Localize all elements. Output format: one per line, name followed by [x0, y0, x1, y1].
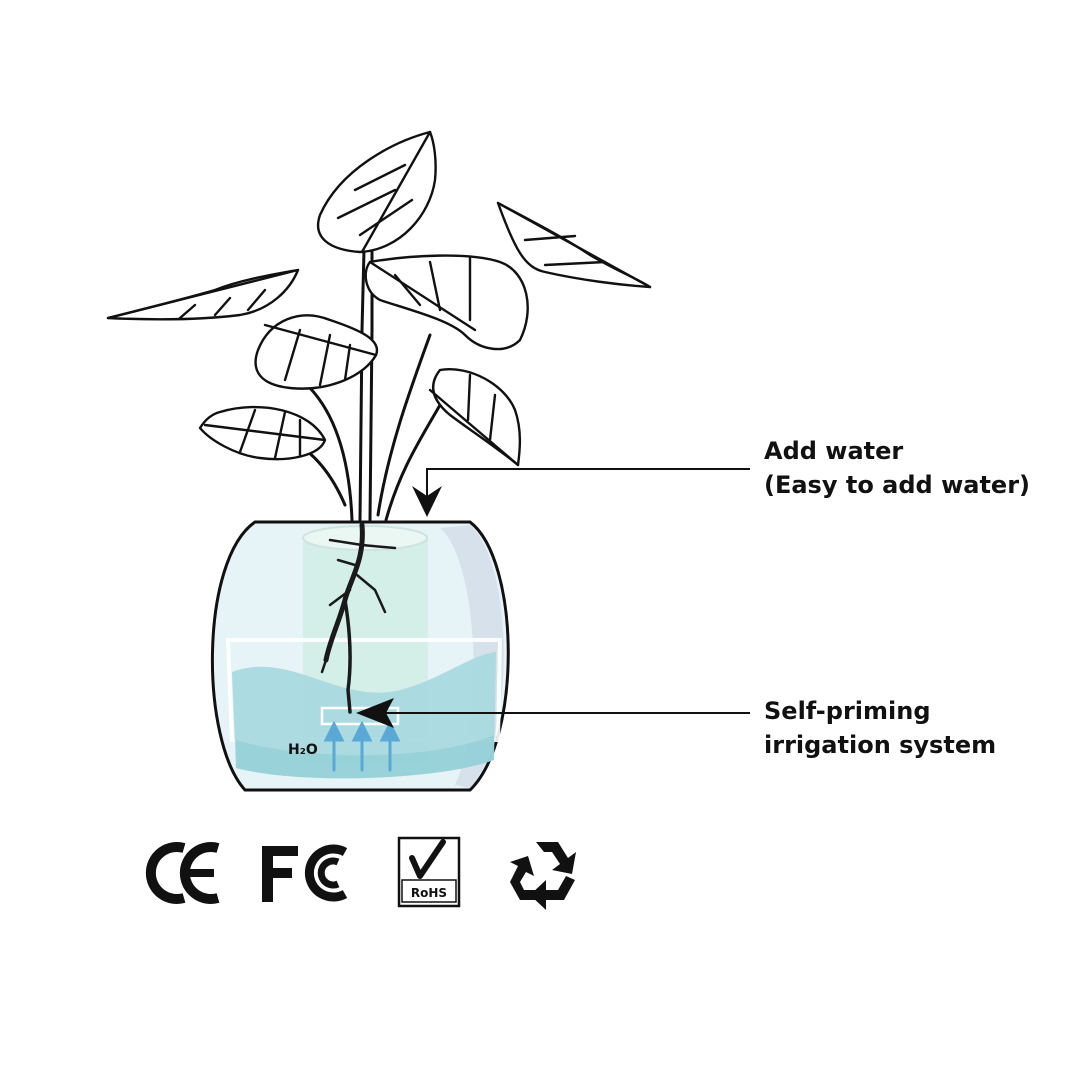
callout-label-irrigation: Self-priming irrigation system [764, 694, 996, 762]
arrow-down-icon [412, 486, 442, 517]
arrow-left-icon [356, 698, 394, 728]
irrigation-subtitle: irrigation system [764, 731, 997, 759]
callout-add-water [412, 468, 750, 517]
plant-roots [320, 522, 397, 714]
fcc-mark-icon [262, 844, 348, 902]
capillary-arrows [323, 720, 401, 772]
rohs-label: RoHS [411, 886, 447, 900]
h2o-label: H₂O [288, 742, 318, 758]
recycle-icon [510, 842, 576, 910]
add-water-title: Add water [764, 437, 904, 465]
leaf-right-lower [428, 368, 522, 467]
leaf-right-upper [496, 201, 652, 289]
leaf-left-upper [106, 268, 300, 321]
water-tray [225, 638, 503, 742]
leaf-left-middle [254, 314, 379, 390]
plant-stems [288, 248, 442, 522]
callout-line-add-water [426, 468, 750, 500]
leaf-middle-large [364, 254, 529, 351]
callout-label-add-water: Add water (Easy to add water) [764, 434, 1030, 502]
callout-irrigation [356, 698, 750, 728]
leaf-left-lower [198, 405, 327, 461]
glass-pot: H₂O [211, 520, 510, 792]
irrigation-title: Self-priming [764, 697, 931, 725]
plant-illustration [106, 130, 652, 522]
rohs-mark-icon: RoHS [397, 836, 461, 908]
wick [320, 706, 400, 726]
add-water-subtitle: (Easy to add water) [764, 471, 1030, 499]
leaf-top [317, 130, 437, 254]
certification-logos: RoHS [145, 836, 576, 910]
ce-mark-icon [145, 842, 220, 904]
